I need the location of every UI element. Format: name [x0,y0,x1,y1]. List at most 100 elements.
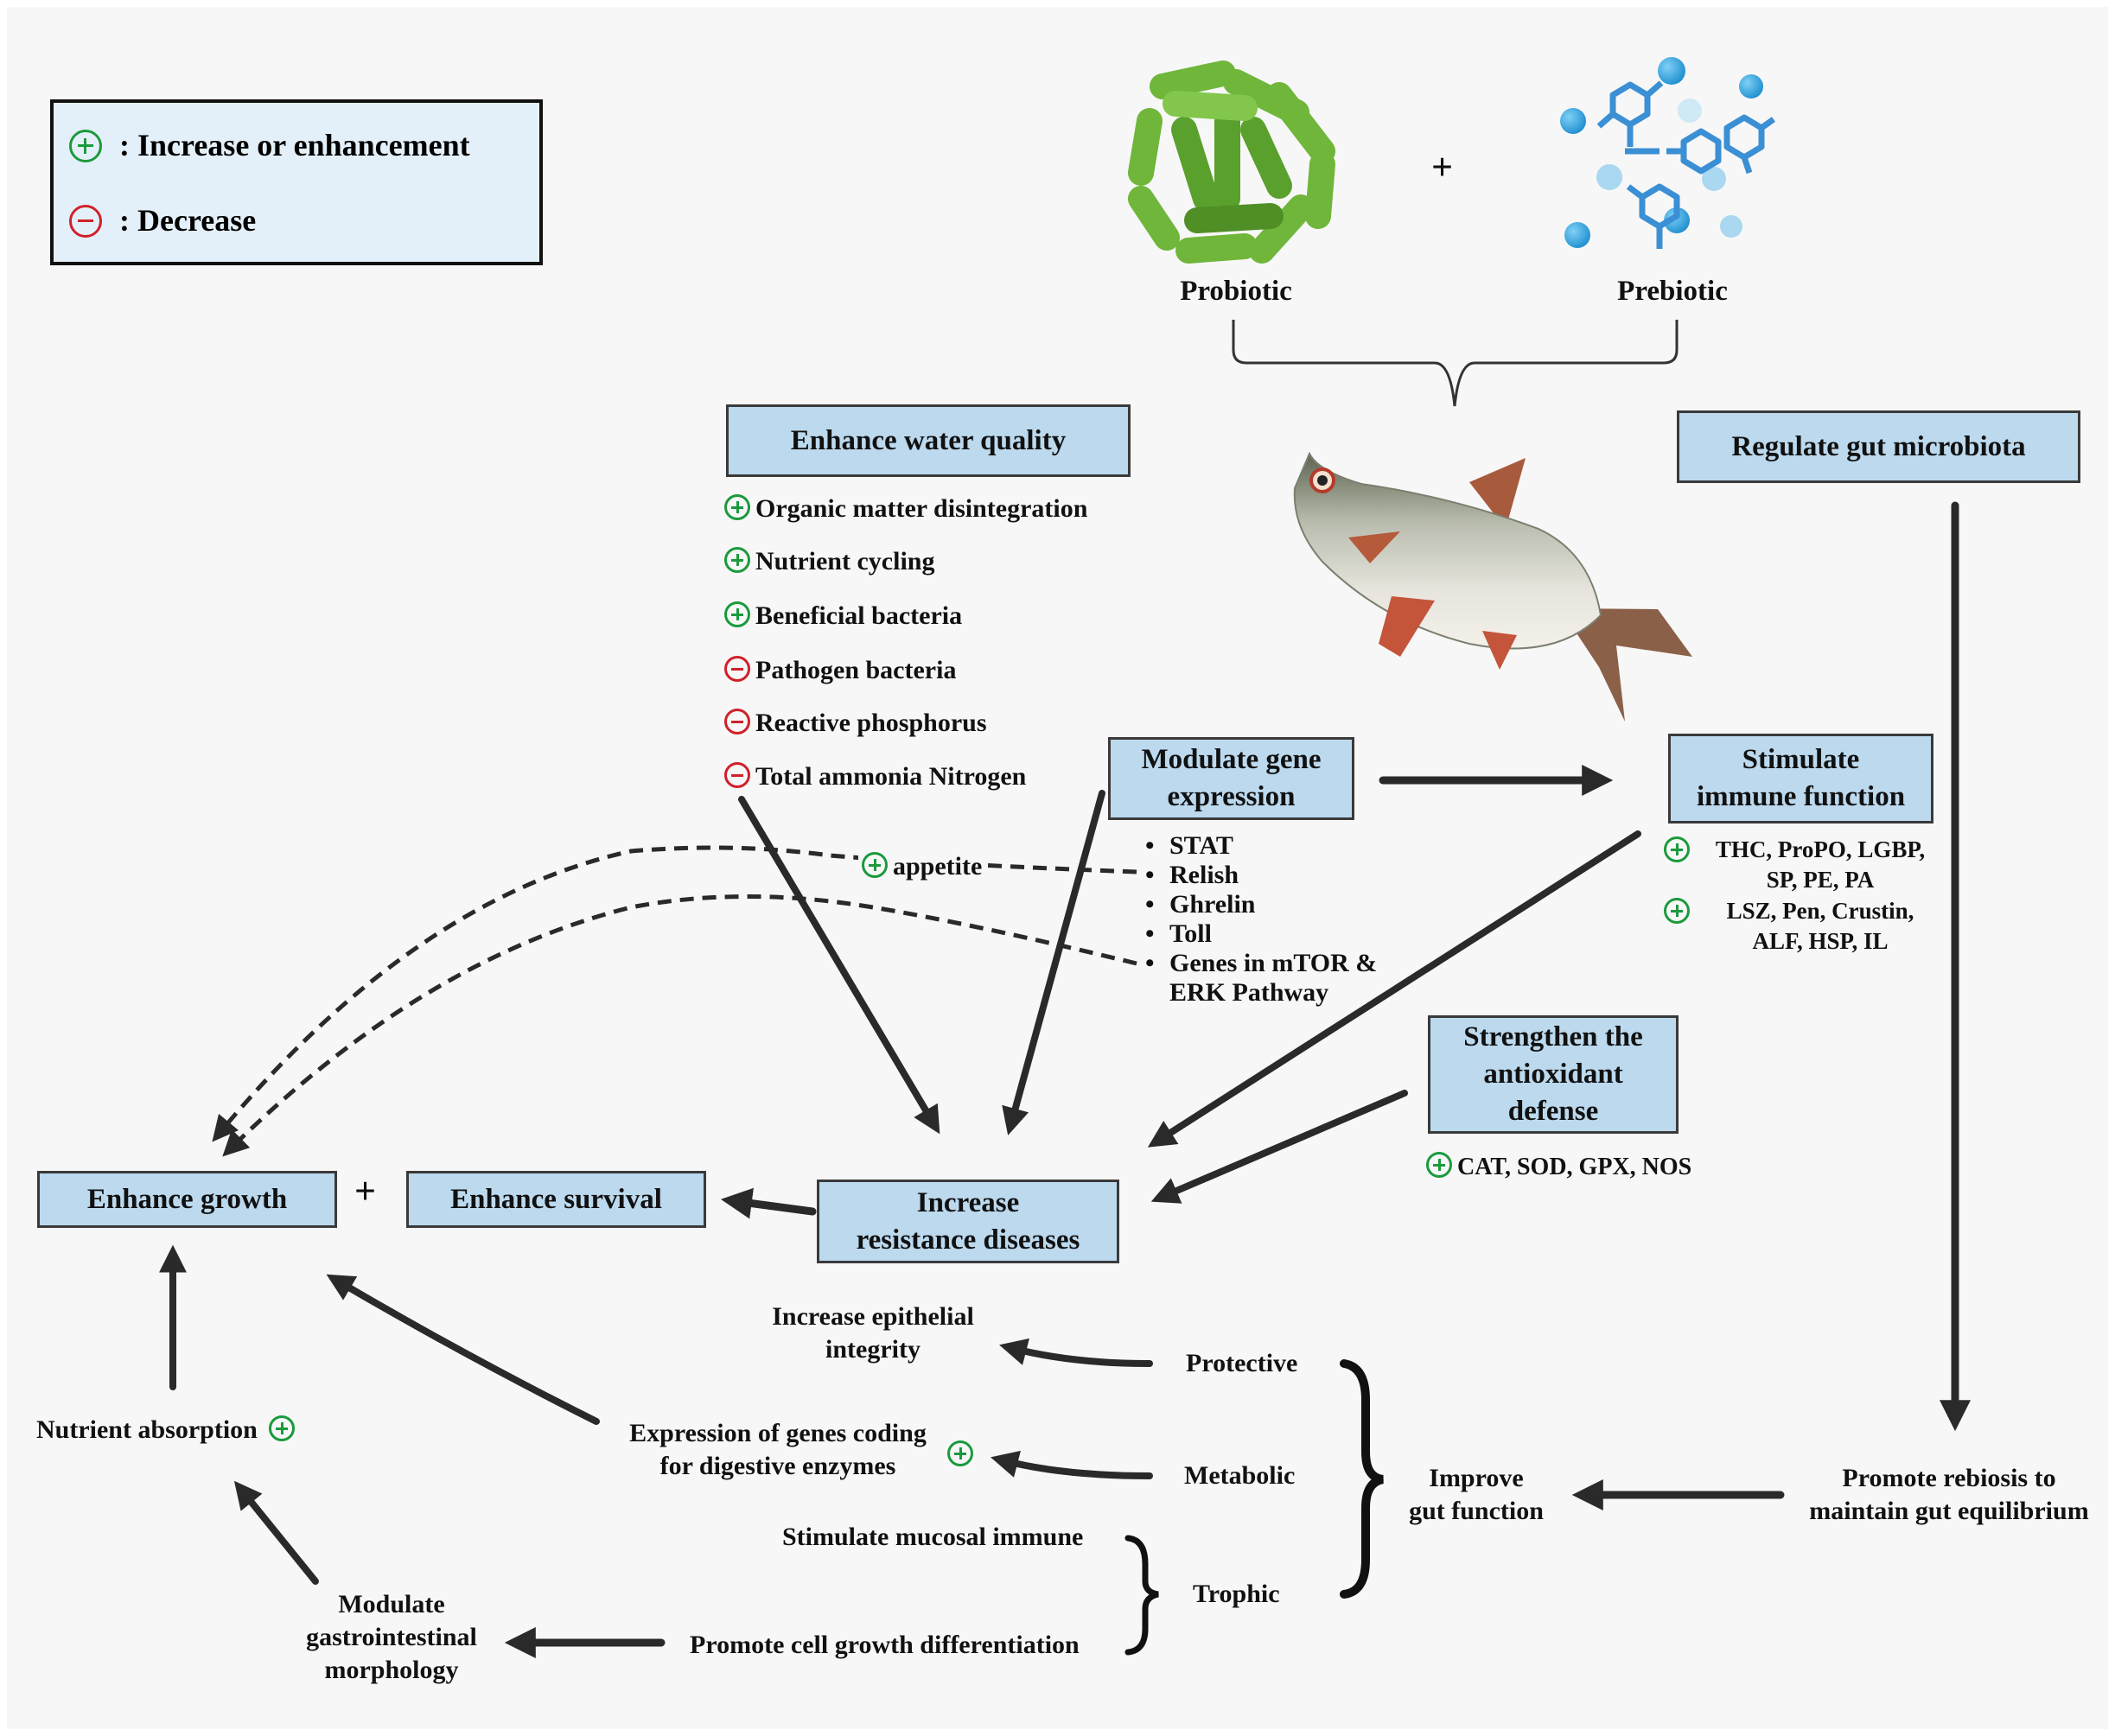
enhance-growth-title: Enhance growth [86,1183,288,1215]
improve-line1: Improve [1429,1464,1524,1492]
plus-circle-icon [724,547,750,573]
plus-circle-icon [724,601,750,627]
dashed-arrows [212,845,1137,1157]
digestive-line1: Expression of genes coding [629,1419,927,1447]
arrow-metabolic-to-digestive [991,1450,1153,1479]
metabolic-label: Metabolic [1184,1461,1296,1490]
minus-circle-icon [69,205,102,238]
gene-item: Toll [1145,919,1377,949]
trophic-label: Trophic [1193,1580,1280,1608]
water-item-text: Pathogen bacteria [755,656,957,684]
gene-item: Relish [1145,861,1377,890]
water-item-0: Organic matter disintegration [724,493,1087,525]
minus-circle-icon [724,709,750,734]
improve-gut-function-label: Improve gut function [1398,1462,1554,1528]
gene-list: STAT Relish Ghrelin Toll Genes in mTOR &… [1145,831,1377,1008]
legend-increase-label: : Increase or enhancement [119,128,470,162]
plus-circle-icon [1664,836,1690,862]
water-item-text: Organic matter disintegration [755,494,1088,523]
arrow-resistance-to-survival [720,1187,817,1219]
epithelial-line2: integrity [825,1335,921,1364]
combination-brace [1232,320,1679,407]
immune-group2-line2: ALF, HSP, IL [1752,928,1889,954]
gene-expression-title-line1: Modulate gene [1141,744,1322,775]
plus-circle-icon [1664,898,1690,924]
gut-microbiota-box: Regulate gut microbiota [1677,410,2080,483]
gi-line3: morphology [324,1656,459,1684]
water-item-3: Pathogen bacteria [724,654,956,687]
legend-decrease-row: : Decrease [69,202,256,238]
arrow-gi-to-absorption [233,1480,319,1585]
enhance-survival-box: Enhance survival [406,1171,706,1228]
immune-group2-line1: LSZ, Pen, Crustin, [1726,898,1914,924]
outcome-plus-sign: + [354,1170,377,1212]
minus-circle-icon [724,656,750,682]
right-curly-brace-large [1340,1359,1385,1599]
water-quality-box: Enhance water quality [726,404,1131,477]
epithelial-integrity-label: Increase epithelial integrity [743,1300,1003,1366]
immune-group2-text: LSZ, Pen, Crustin, ALF, HSP, IL [1695,896,1946,957]
minus-circle-icon [724,762,750,788]
rebiosis-label: Promote rebiosis to maintain gut equilib… [1789,1462,2109,1528]
rebiosis-line2: maintain gut equilibrium [1809,1497,2089,1525]
gene-expression-title-line2: expression [1167,781,1296,812]
legend-increase-row: : Increase or enhancement [69,127,470,163]
water-item-text: Beneficial bacteria [755,601,963,630]
antioxidant-markers: CAT, SOD, GPX, NOS [1426,1151,1691,1184]
arrow-water-to-resistance [738,796,940,1135]
cell-growth-label: Promote cell growth differentiation [690,1631,1080,1659]
gene-item: Ghrelin [1145,890,1377,919]
gi-morphology-label: Modulate gastrointestinal morphology [275,1588,508,1687]
arrow-antioxidant-to-resistance [1150,1090,1408,1204]
enhance-growth-box: Enhance growth [37,1171,337,1228]
gi-line1: Modulate [338,1590,445,1618]
plus-circle-icon [724,494,750,520]
antioxidant-title-line1: Strengthen the [1463,1021,1643,1052]
water-item-text: Total ammonia Nitrogen [755,762,1027,791]
appetite-label: appetite [858,850,986,883]
immune-group1-line1: THC, ProPO, LGBP, [1715,836,1926,862]
digestive-enzymes-label: Expression of genes coding for digestive… [596,1417,959,1483]
gut-function-braces [1124,1359,1385,1656]
immune-title-line1: Stimulate [1742,744,1860,775]
antioxidant-box: Strengthen the antioxidant defense [1428,1015,1679,1134]
immune-function-box: Stimulate immune function [1668,734,1933,823]
immune-group1-line2: SP, PE, PA [1766,867,1875,893]
plus-circle-icon [862,852,888,878]
immune-title-line2: immune function [1696,781,1906,812]
arrow-digestive-to-growth [326,1274,600,1425]
solid-arrows [159,501,1971,1658]
water-item-4: Reactive phosphorus [724,707,987,740]
mucosal-immune-label: Stimulate mucosal immune [782,1523,1084,1551]
enhance-survival-title: Enhance survival [450,1183,662,1215]
gut-microbiota-title: Regulate gut microbiota [1731,430,2026,462]
gene-item: STAT [1145,831,1377,861]
appetite-arrow-2 [222,894,1137,1157]
legend-decrease-label: : Decrease [119,203,257,238]
arrow-immune-to-resistance [1147,830,1641,1148]
nutrient-absorption-text: Nutrient absorption [36,1415,258,1444]
probiotic-label: Probiotic [1180,276,1292,307]
nutrient-absorption-label: Nutrient absorption [36,1414,300,1447]
appetite-text: appetite [893,852,983,881]
plus-circle-icon [69,130,102,162]
antioxidant-title-line3: defense [1507,1096,1599,1127]
antioxidant-markers-text: CAT, SOD, GPX, NOS [1457,1154,1692,1180]
right-curly-brace-small [1124,1535,1159,1656]
gene-item: ERK Pathway [1145,978,1377,1008]
resistance-box: Increase resistance diseases [817,1180,1119,1263]
plus-circle-icon [947,1440,973,1466]
prebiotic-label: Prebiotic [1617,276,1728,307]
immune-group1-text: THC, ProPO, LGBP, SP, PE, PA [1695,835,1946,895]
water-item-2: Beneficial bacteria [724,600,962,633]
resistance-title-line1: Increase [916,1186,1020,1218]
appetite-arrow-1 [212,845,1137,1142]
legend-box: : Increase or enhancement : Decrease [50,99,543,265]
epithelial-line1: Increase epithelial [772,1302,974,1331]
antioxidant-title-line2: antioxidant [1483,1059,1623,1090]
combination-plus-sign: + [1431,146,1454,188]
arrow-gene-to-resistance [1002,790,1105,1135]
arrow-protective-to-epithelial [999,1338,1153,1367]
